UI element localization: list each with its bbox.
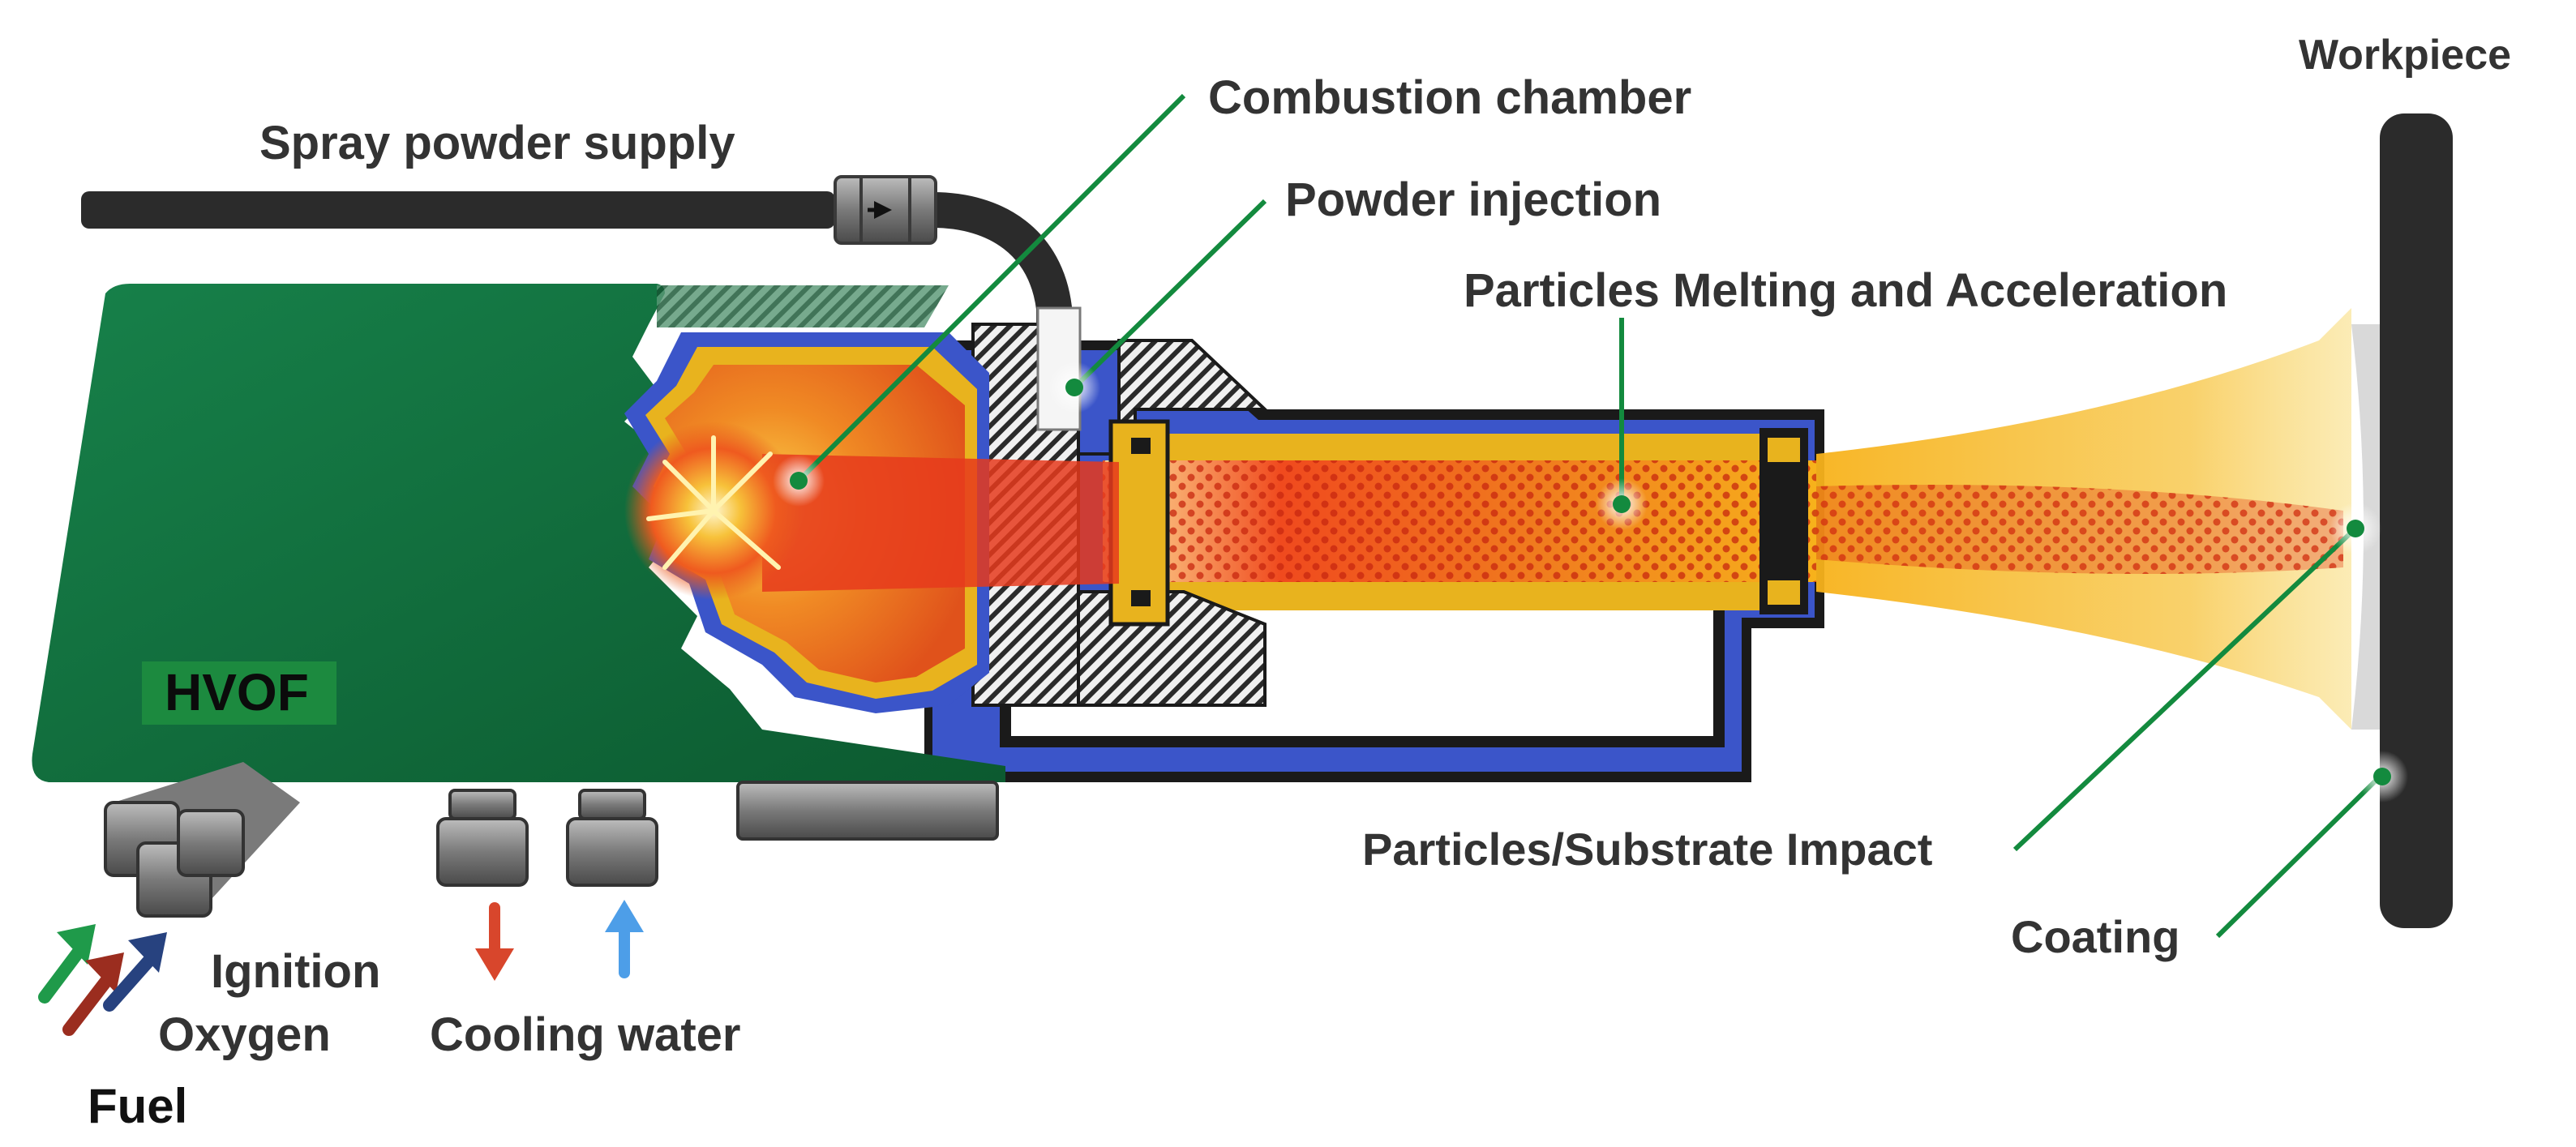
label-workpiece: Workpiece: [2299, 32, 2512, 79]
leader-powder-injection: [1072, 199, 1267, 390]
leader-lines: [796, 93, 2382, 939]
gun-body: [32, 284, 1005, 782]
combustion-chamber: [624, 332, 1119, 713]
leader-coating: [2215, 774, 2382, 939]
label-fuel: Fuel: [88, 1079, 188, 1133]
fuel-arrow: [38, 924, 96, 1004]
hose-connector: [834, 175, 937, 245]
spray-plume: [1816, 308, 2351, 730]
label-impact: Particles/Substrate Impact: [1362, 824, 1933, 875]
label-powder-injection: Powder injection: [1285, 173, 1662, 226]
ignition-arrow: [103, 932, 167, 1012]
label-ignition: Ignition: [211, 945, 381, 998]
mount-plate: [736, 781, 999, 841]
leader-impact: [2012, 526, 2358, 852]
oxygen-arrow: [62, 952, 124, 1036]
water-out-arrow: [475, 902, 514, 981]
water-in-arrow: [605, 900, 644, 978]
label-particles-melting: Particles Melting and Acceleration: [1464, 264, 2228, 317]
label-cooling-water: Cooling water: [430, 1008, 741, 1061]
hvof-badge: HVOF: [142, 661, 336, 725]
label-oxygen: Oxygen: [158, 1008, 331, 1061]
label-spray-powder-supply: Spray powder supply: [259, 117, 735, 169]
injection-block: [971, 306, 1270, 707]
label-combustion-chamber: Combustion chamber: [1208, 71, 1692, 124]
cooling-water-fittings: [436, 781, 999, 887]
leader-combustion: [796, 93, 1186, 483]
gas-fittings: [104, 762, 300, 918]
label-coating: Coating: [2011, 911, 2180, 962]
powder-supply-hose: [81, 175, 1072, 358]
leader-dots: [773, 362, 2408, 802]
